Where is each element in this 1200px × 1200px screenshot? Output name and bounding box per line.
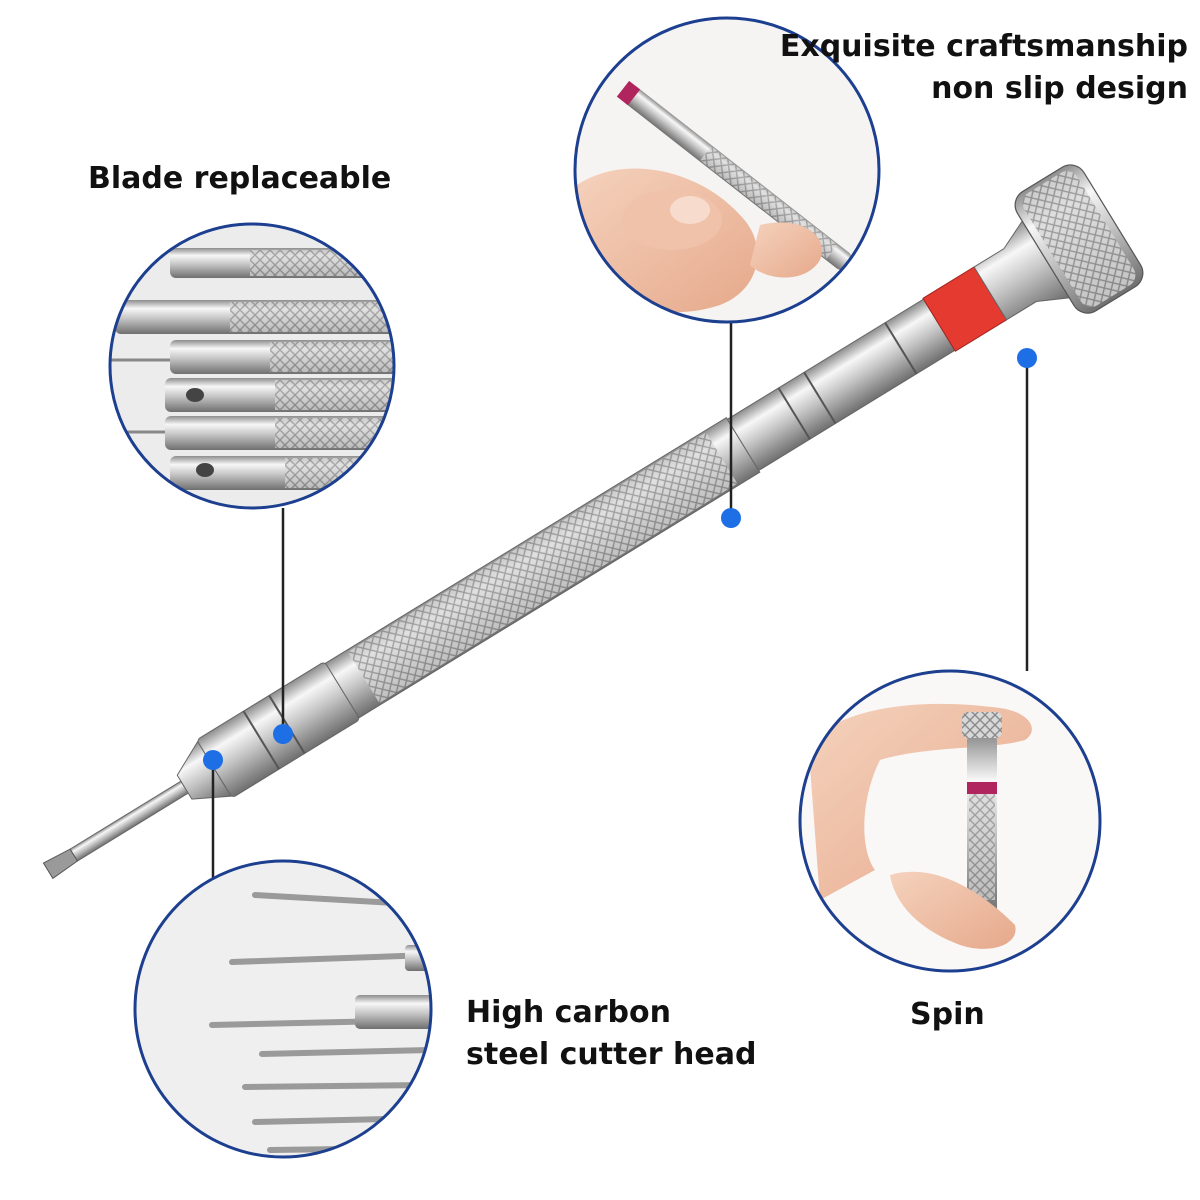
screwdriver-illustration	[42, 164, 1144, 880]
label-high-carbon: High carbon steel cutter head	[466, 992, 756, 1076]
spin-photo	[798, 669, 1102, 973]
blade-set-photo	[108, 222, 396, 510]
label-craftsmanship: Exquisite craftsmanship non slip design	[780, 26, 1188, 110]
label-blade-replaceable: Blade replaceable	[88, 158, 391, 200]
label-carbon-line-2: steel cutter head	[466, 1037, 757, 1072]
label-craft-line-2: non slip design	[931, 71, 1188, 106]
label-spin: Spin	[910, 994, 985, 1036]
tips-photo	[133, 859, 433, 1159]
hand-holding-photo	[573, 16, 881, 324]
callout-lines	[211, 322, 1029, 903]
label-spin-line: Spin	[910, 997, 985, 1032]
label-carbon-line-1: High carbon	[466, 995, 671, 1030]
callout-dots	[203, 348, 1037, 770]
label-craft-line-1: Exquisite craftsmanship	[779, 29, 1188, 64]
label-blade-line: Blade replaceable	[88, 161, 392, 196]
